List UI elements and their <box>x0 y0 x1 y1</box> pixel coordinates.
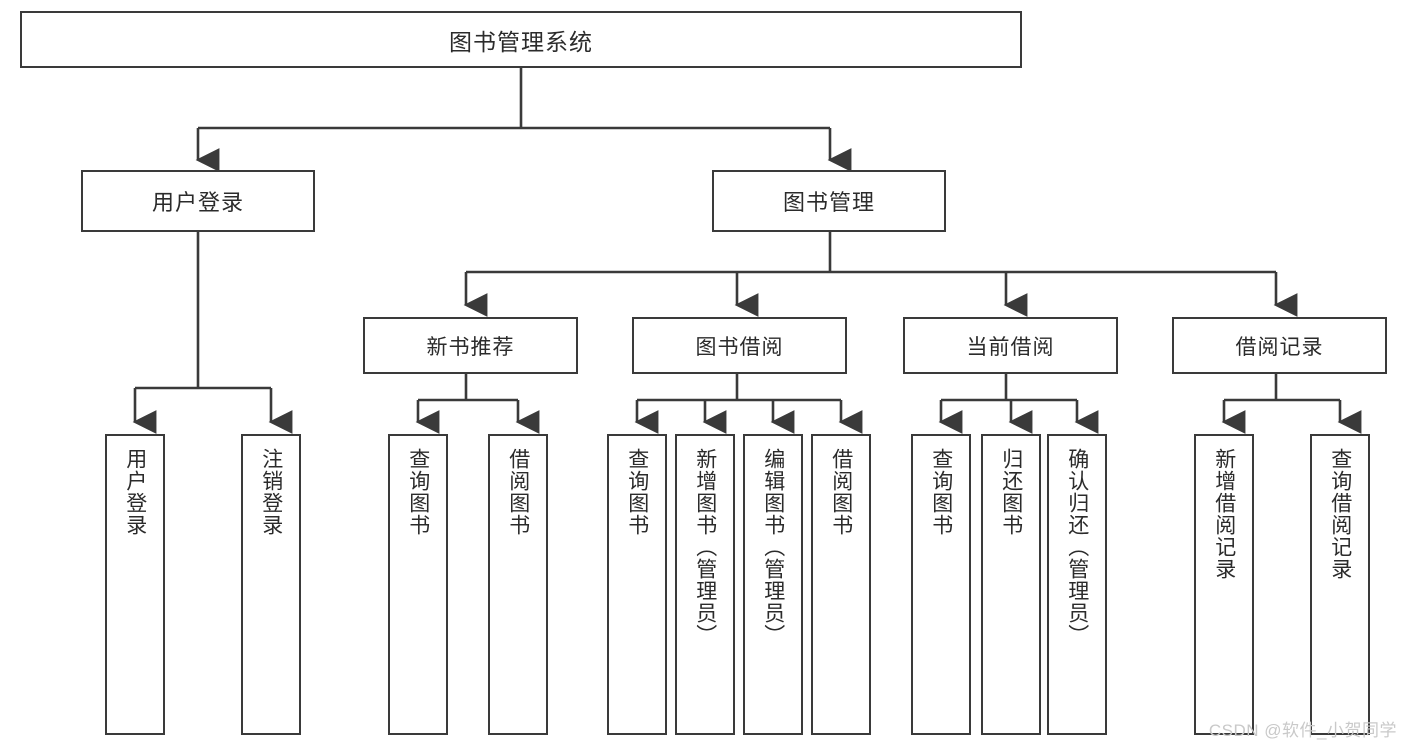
leaf-confirm-return-label: 确认归还（管理员） <box>1065 448 1089 646</box>
node-user-login[interactable]: 用户登录 <box>81 170 315 232</box>
node-borrow-record-label: 借阅记录 <box>1235 335 1324 359</box>
leaf-borrow-book-2[interactable]: 借阅图书 <box>811 434 871 735</box>
leaf-logout-label: 注销登录 <box>259 448 283 536</box>
node-current-borrow-label: 当前借阅 <box>966 335 1055 359</box>
leaf-query-book-2[interactable]: 查询图书 <box>607 434 667 735</box>
leaf-query-book-1-label: 查询图书 <box>406 448 430 536</box>
leaf-query-book-3[interactable]: 查询图书 <box>911 434 971 735</box>
node-book-borrow[interactable]: 图书借阅 <box>632 317 847 374</box>
leaf-return-book-label: 归还图书 <box>999 448 1023 536</box>
leaf-user-login[interactable]: 用户登录 <box>105 434 165 735</box>
leaf-add-book[interactable]: 新增图书（管理员） <box>675 434 735 735</box>
node-book-borrow-label: 图书借阅 <box>695 335 784 359</box>
watermark: CSDN @软件_小贺同学 <box>1208 721 1397 740</box>
leaf-query-record[interactable]: 查询借阅记录 <box>1310 434 1370 735</box>
leaf-user-login-label: 用户登录 <box>123 448 147 536</box>
node-current-borrow[interactable]: 当前借阅 <box>903 317 1118 374</box>
node-book-manage[interactable]: 图书管理 <box>712 170 946 232</box>
leaf-query-book-3-label: 查询图书 <box>929 448 953 536</box>
node-user-login-label: 用户登录 <box>151 190 244 215</box>
leaf-query-record-label: 查询借阅记录 <box>1328 448 1352 580</box>
node-root[interactable]: 图书管理系统 <box>20 11 1022 68</box>
leaf-confirm-return[interactable]: 确认归还（管理员） <box>1047 434 1107 735</box>
leaf-edit-book-label: 编辑图书（管理员） <box>761 448 785 646</box>
leaf-return-book[interactable]: 归还图书 <box>981 434 1041 735</box>
leaf-borrow-book-1[interactable]: 借阅图书 <box>488 434 548 735</box>
node-new-book-rec[interactable]: 新书推荐 <box>363 317 578 374</box>
node-borrow-record[interactable]: 借阅记录 <box>1172 317 1387 374</box>
leaf-logout[interactable]: 注销登录 <box>241 434 301 735</box>
leaf-query-book-1[interactable]: 查询图书 <box>388 434 448 735</box>
node-new-book-rec-label: 新书推荐 <box>426 335 515 359</box>
node-book-manage-label: 图书管理 <box>782 190 875 215</box>
leaf-add-book-label: 新增图书（管理员） <box>693 448 717 646</box>
node-root-label: 图书管理系统 <box>449 28 593 55</box>
leaf-borrow-book-1-label: 借阅图书 <box>506 448 530 536</box>
leaf-borrow-book-2-label: 借阅图书 <box>829 448 853 536</box>
leaf-add-record[interactable]: 新增借阅记录 <box>1194 434 1254 735</box>
leaf-add-record-label: 新增借阅记录 <box>1212 448 1236 580</box>
leaf-edit-book[interactable]: 编辑图书（管理员） <box>743 434 803 735</box>
leaf-query-book-2-label: 查询图书 <box>625 448 649 536</box>
